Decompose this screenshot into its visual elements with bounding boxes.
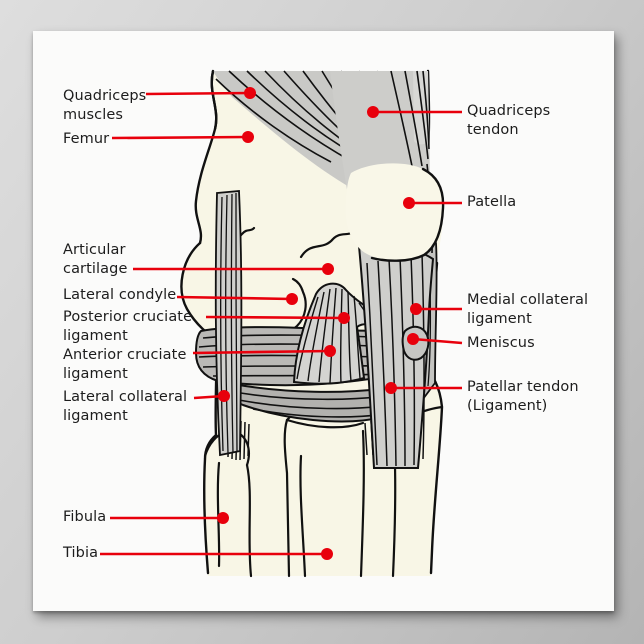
label-patellar-tendon: Patellar tendon (Ligament) (467, 379, 579, 414)
label-lateral-collateral-ligament: Lateral collateral ligament (63, 389, 188, 424)
label-quadriceps-muscles: Quadriceps muscles (63, 88, 147, 123)
leader-dots (217, 87, 422, 560)
knee-diagram-poster: Quadriceps muscles Femur Articular carti… (33, 31, 614, 611)
label-medial-collateral-ligament: Medial collateral ligament (467, 292, 589, 327)
label-posterior-cruciate-ligament: Posterior cruciate ligament (63, 309, 193, 344)
label-anterior-cruciate-ligament: Anterior cruciate ligament (63, 347, 187, 382)
label-meniscus: Meniscus (467, 335, 535, 351)
knee-diagram-illustration (100, 69, 463, 578)
lateral-collateral-ligament-shape (214, 190, 243, 457)
label-lateral-condyle: Lateral condyle (63, 287, 177, 303)
leader-lines (100, 91, 463, 556)
label-femur: Femur (63, 131, 110, 147)
label-quadriceps-tendon: Quadriceps tendon (467, 103, 551, 138)
label-tibia: Tibia (63, 545, 99, 561)
label-articular-cartilage: Articular cartilage (63, 242, 128, 277)
label-fibula: Fibula (63, 509, 107, 525)
label-patella: Patella (467, 194, 517, 210)
patella-shape (345, 163, 445, 262)
